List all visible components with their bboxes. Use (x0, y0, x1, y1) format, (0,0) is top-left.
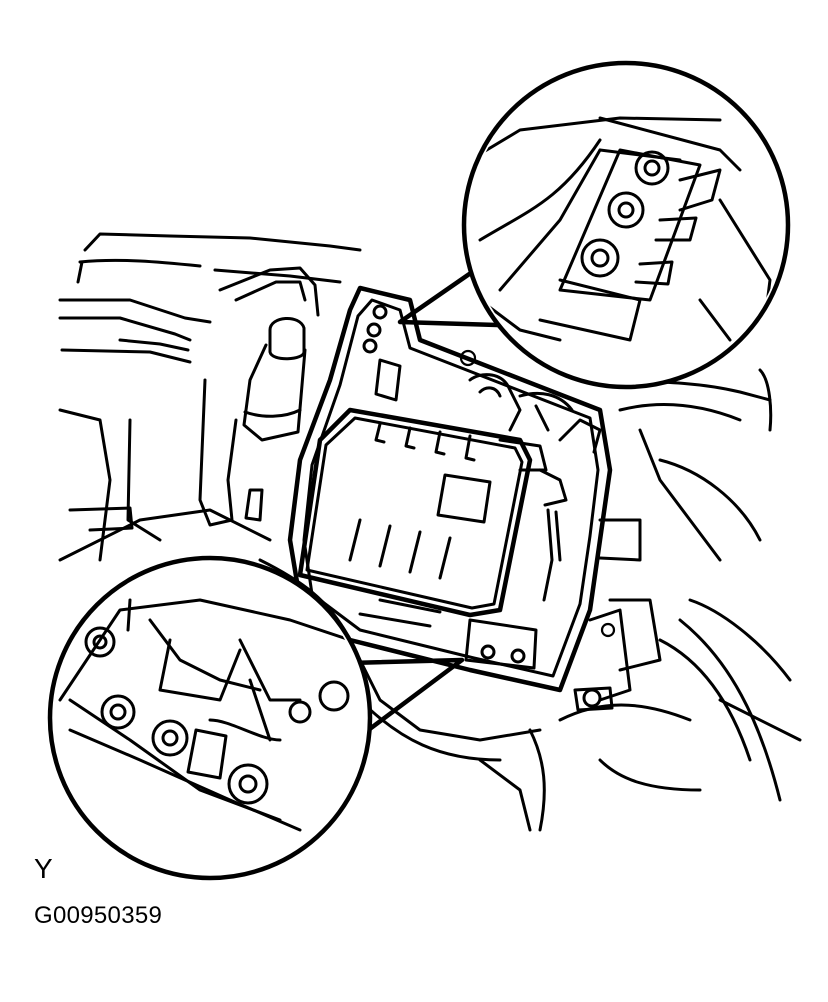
engine-bay-background (58, 232, 802, 832)
view-letter: Y (34, 853, 53, 884)
figure-code: G00950359 (34, 902, 163, 929)
lower-detail-callout (47, 555, 465, 881)
upper-detail-callout (397, 60, 791, 390)
ecu-assembly (287, 285, 613, 693)
